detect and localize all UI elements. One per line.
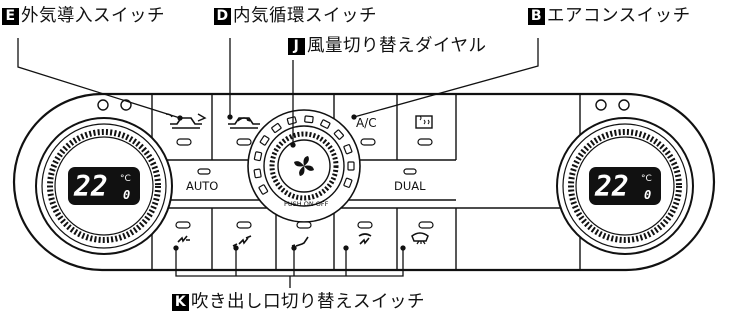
auto-button[interactable]: AUTO <box>186 168 218 193</box>
auto-indicator <box>197 168 211 175</box>
foot-defrost-vent-icon <box>358 233 372 245</box>
callout-key-k: K <box>172 293 189 311</box>
rear-defrost-indicator <box>417 138 433 146</box>
rear-defrost-button[interactable] <box>415 115 433 146</box>
fan-level-segment <box>333 129 344 140</box>
fresh-air-indicator <box>176 138 192 146</box>
fan-level-segment <box>258 184 269 195</box>
fan-level-indicators <box>253 115 355 195</box>
mode-bilevel-indicator <box>236 221 252 229</box>
callout-ac: B エアコンスイッチ <box>528 6 691 26</box>
mode-foot-defrost-indicator <box>357 221 373 229</box>
bilevel-vent-icon <box>232 235 252 247</box>
fan-level-segment <box>320 119 331 129</box>
right-temp-decimal: 0 <box>644 188 651 202</box>
fan-level-segment <box>343 177 353 188</box>
fan-push-label: PUSH ON OFF <box>284 200 329 208</box>
mode-face-button[interactable] <box>175 221 191 243</box>
fan-level-segment <box>304 115 314 124</box>
fan-icon <box>294 156 314 176</box>
rear-defrost-icon <box>415 115 433 129</box>
mode-bilevel-button[interactable] <box>232 221 252 247</box>
dual-button[interactable]: DUAL <box>394 168 426 193</box>
right-temp-dial[interactable]: 22 °C 0 <box>556 117 694 255</box>
left-temp-dial[interactable]: 22 °C 0 <box>35 117 173 255</box>
mode-foot-defrost-button[interactable] <box>357 221 373 245</box>
callout-key-b: B <box>528 7 545 25</box>
fan-level-segment <box>343 144 353 155</box>
ac-label: A/C <box>356 116 377 130</box>
face-vent-icon <box>177 235 190 243</box>
ac-indicator <box>360 138 376 146</box>
recirculation-indicator <box>236 138 252 146</box>
left-temp-decimal: 0 <box>123 188 130 202</box>
fan-level-segment <box>253 151 263 162</box>
mode-defrost-button[interactable] <box>411 221 434 245</box>
left-temp-display <box>68 167 140 205</box>
mode-defrost-indicator <box>418 221 434 229</box>
left-temp-unit: °C <box>120 174 131 184</box>
defrost-icon <box>411 232 429 242</box>
callout-key-j: J <box>288 37 305 55</box>
callout-key-e: E <box>2 7 19 25</box>
dual-label: DUAL <box>394 179 426 193</box>
fresh-air-icon <box>170 117 202 125</box>
right-temp-display <box>589 167 661 205</box>
panel-screw-holes <box>97 99 630 111</box>
callout-text-recirculation: 内気循環スイッチ <box>233 6 377 26</box>
leader-lines <box>17 38 539 288</box>
callout-key-d: D <box>214 7 231 25</box>
callout-text-fresh-air: 外気導入スイッチ <box>21 6 165 26</box>
right-temp-value: 22 <box>594 170 629 203</box>
ac-button[interactable]: A/C <box>356 116 377 146</box>
auto-label: AUTO <box>186 179 218 193</box>
button-grid <box>152 94 580 270</box>
callout-text-vent-mode: 吹き出し口切り替えスイッチ <box>191 292 425 312</box>
fan-level-segment <box>253 168 262 179</box>
recirculation-button[interactable] <box>228 117 260 146</box>
fan-level-segment <box>259 135 270 146</box>
callout-fresh-air: E 外気導入スイッチ <box>2 6 165 26</box>
callout-vent-mode: K 吹き出し口切り替えスイッチ <box>172 292 425 312</box>
callout-text-ac: エアコンスイッチ <box>547 6 691 26</box>
fan-speed-dial[interactable]: PUSH ON OFF <box>247 109 361 223</box>
fan-level-segment <box>271 123 282 133</box>
fan-level-segment <box>347 161 355 171</box>
right-temp-unit: °C <box>641 174 652 184</box>
left-temp-value: 22 <box>73 170 108 203</box>
mode-face-indicator <box>175 221 191 229</box>
mode-foot-indicator <box>296 221 312 229</box>
callout-recirculation: D 内気循環スイッチ <box>214 6 377 26</box>
dual-indicator <box>403 168 417 175</box>
callout-fan-dial: J 風量切り替えダイヤル <box>288 36 486 56</box>
fan-level-segment <box>286 116 297 125</box>
callout-text-fan-dial: 風量切り替えダイヤル <box>307 36 487 56</box>
